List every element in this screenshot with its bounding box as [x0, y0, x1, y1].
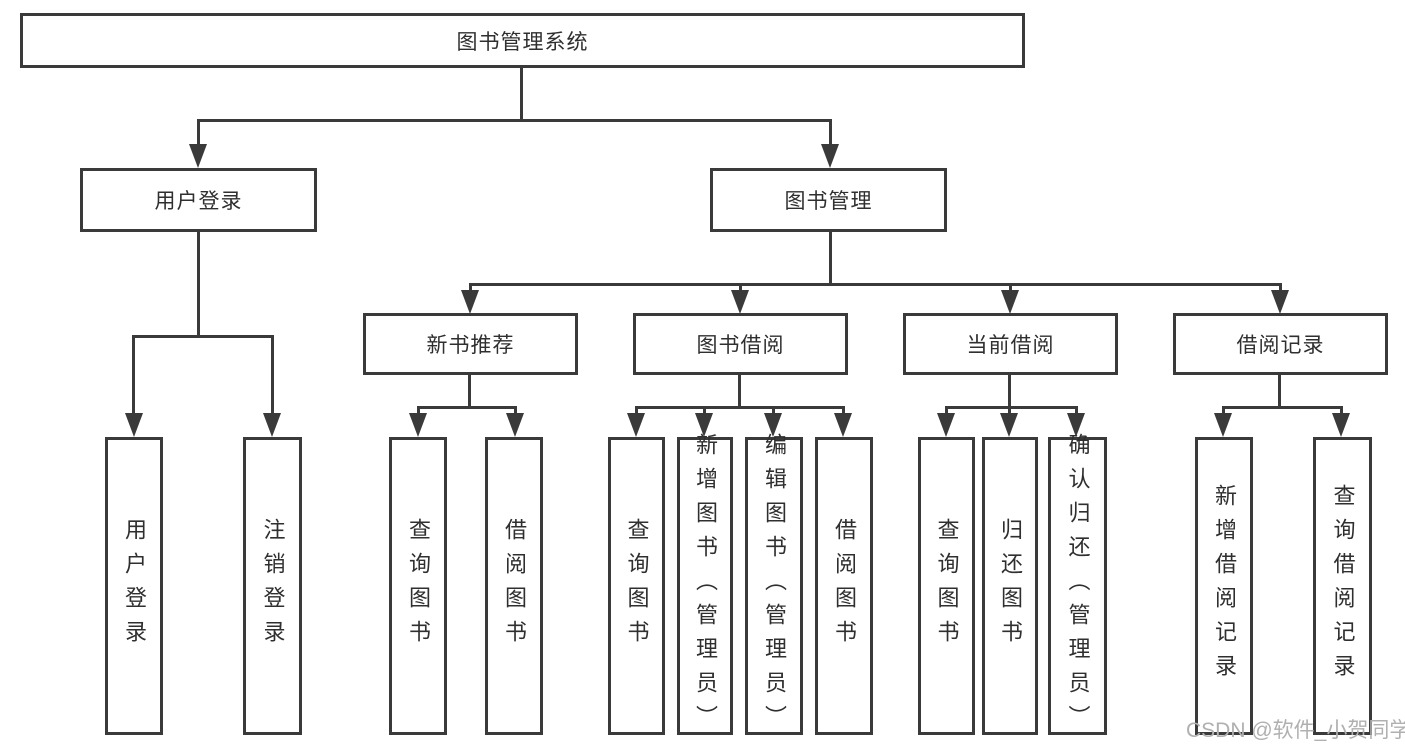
leaf-borrowing-borrow-books: 借阅图书: [815, 437, 873, 735]
node-library-system-label: 图书管理系统: [456, 30, 589, 54]
node-book-borrowing: 图书借阅: [633, 313, 848, 375]
arrowhead-d3: [1067, 413, 1085, 437]
leaf-recommend-query-books: 查询图书: [389, 437, 447, 735]
connector-userlogin-bus: [132, 335, 274, 338]
leaf-add-borrow-record: 新增借阅记录: [1195, 437, 1253, 735]
arrowhead-d2: [1000, 413, 1018, 437]
node-book-management: 图书管理: [710, 168, 947, 232]
connector-drop-b1: [417, 406, 420, 415]
leaf-confirm-return-admin: 确认归还（管理员）: [1048, 433, 1107, 739]
leaf-confirm-return-admin-label: 确认归还（管理员）: [1065, 433, 1091, 739]
connector-bookmgmt-stub: [829, 232, 832, 285]
node-borrow-records-label: 借阅记录: [1236, 334, 1325, 357]
leaf-logout-label: 注销登录: [260, 518, 286, 654]
arrowhead-c2: [695, 413, 713, 437]
connector-bookmgmt-bus: [469, 283, 1282, 286]
node-new-book-recommend-label: 新书推荐: [426, 334, 515, 357]
node-book-management-label: 图书管理: [784, 190, 873, 213]
leaf-query-borrow-record: 查询借阅记录: [1313, 437, 1372, 735]
leaf-logout: 注销登录: [243, 437, 302, 735]
leaf-add-borrow-record-label: 新增借阅记录: [1212, 484, 1237, 688]
leaf-recommend-borrow-books-label: 借阅图书: [502, 518, 527, 654]
connector-current-bus: [945, 406, 1078, 409]
leaf-user-login-label: 用户登录: [122, 518, 147, 654]
connector-borrowing-stub: [738, 375, 741, 408]
leaf-return-books-label: 归还图书: [998, 518, 1023, 654]
node-current-borrowing: 当前借阅: [903, 313, 1118, 375]
leaf-query-borrow-record-label: 查询借阅记录: [1330, 484, 1356, 688]
arrowhead-b2: [506, 413, 524, 437]
connector-records-bus: [1222, 406, 1343, 409]
connector-drop-current: [1009, 283, 1012, 293]
node-library-system: 图书管理系统: [20, 13, 1025, 68]
connector-root-stub: [520, 68, 523, 120]
arrowhead-c1: [627, 413, 645, 437]
connector-drop-c2: [703, 406, 706, 415]
arrowhead-d1: [937, 413, 955, 437]
connector-drop-c1: [635, 406, 638, 415]
leaf-add-books-admin-label: 新增图书（管理员）: [693, 433, 718, 739]
leaf-edit-books-admin-label: 编辑图书（管理员）: [762, 433, 787, 739]
arrowhead-leaf-logout: [263, 413, 281, 437]
connector-drop-b2: [514, 406, 517, 415]
node-current-borrowing-label: 当前借阅: [966, 334, 1055, 357]
arrowhead-c4: [834, 413, 852, 437]
connector-current-stub: [1008, 375, 1011, 408]
connector-drop-user-login: [197, 119, 200, 146]
leaf-borrowing-query-books-label: 查询图书: [624, 518, 650, 654]
leaf-user-login: 用户登录: [105, 437, 163, 735]
arrowhead-e2: [1332, 413, 1350, 437]
connector-recommend-stub: [468, 375, 471, 408]
connector-records-stub: [1278, 375, 1281, 408]
arrowhead-current: [1001, 290, 1019, 314]
node-new-book-recommend: 新书推荐: [363, 313, 578, 375]
connector-drop-recommend: [469, 283, 472, 293]
connector-drop-e2: [1340, 406, 1343, 415]
arrowhead-e1: [1214, 413, 1232, 437]
leaf-borrowing-borrow-books-label: 借阅图书: [832, 518, 857, 654]
connector-drop-book-management: [829, 119, 832, 146]
leaf-return-books: 归还图书: [982, 437, 1038, 735]
leaf-recommend-query-books-label: 查询图书: [406, 518, 431, 654]
leaf-current-query-books-label: 查询图书: [934, 518, 960, 654]
leaf-recommend-borrow-books: 借阅图书: [485, 437, 543, 735]
leaf-add-books-admin: 新增图书（管理员）: [677, 433, 733, 739]
connector-drop-borrowing: [739, 283, 742, 293]
node-user-login: 用户登录: [80, 168, 317, 232]
arrowhead-borrowing: [731, 290, 749, 314]
leaf-edit-books-admin: 编辑图书（管理员）: [745, 433, 803, 739]
connector-drop-d2: [1008, 406, 1011, 415]
connector-drop-records: [1279, 283, 1282, 293]
csdn-watermark: CSDN @软件_小贺同学: [1186, 719, 1405, 742]
connector-drop-d1: [945, 406, 948, 415]
connector-drop-c3: [772, 406, 775, 415]
arrowhead-book-management: [821, 144, 839, 168]
connector-drop-e1: [1222, 406, 1225, 415]
arrowhead-recommend: [461, 290, 479, 314]
connector-userlogin-stub: [197, 232, 200, 336]
arrowhead-records: [1271, 290, 1289, 314]
leaf-borrowing-query-books: 查询图书: [608, 437, 665, 735]
node-borrow-records: 借阅记录: [1173, 313, 1388, 375]
arrowhead-leaf-userlogin: [125, 413, 143, 437]
node-user-login-label: 用户登录: [154, 190, 243, 213]
connector-root-bus: [197, 119, 832, 122]
connector-drop-leaf-userlogin: [132, 335, 135, 415]
connector-drop-d3: [1075, 406, 1078, 415]
connector-borrowing-bus: [635, 406, 845, 409]
arrowhead-c3: [764, 413, 782, 437]
connector-drop-leaf-logout: [271, 335, 274, 415]
connector-drop-c4: [842, 406, 845, 415]
arrowhead-user-login: [189, 144, 207, 168]
arrowhead-b1: [409, 413, 427, 437]
leaf-current-query-books: 查询图书: [918, 437, 975, 735]
node-book-borrowing-label: 图书借阅: [696, 334, 785, 357]
connector-recommend-bus: [417, 406, 517, 409]
